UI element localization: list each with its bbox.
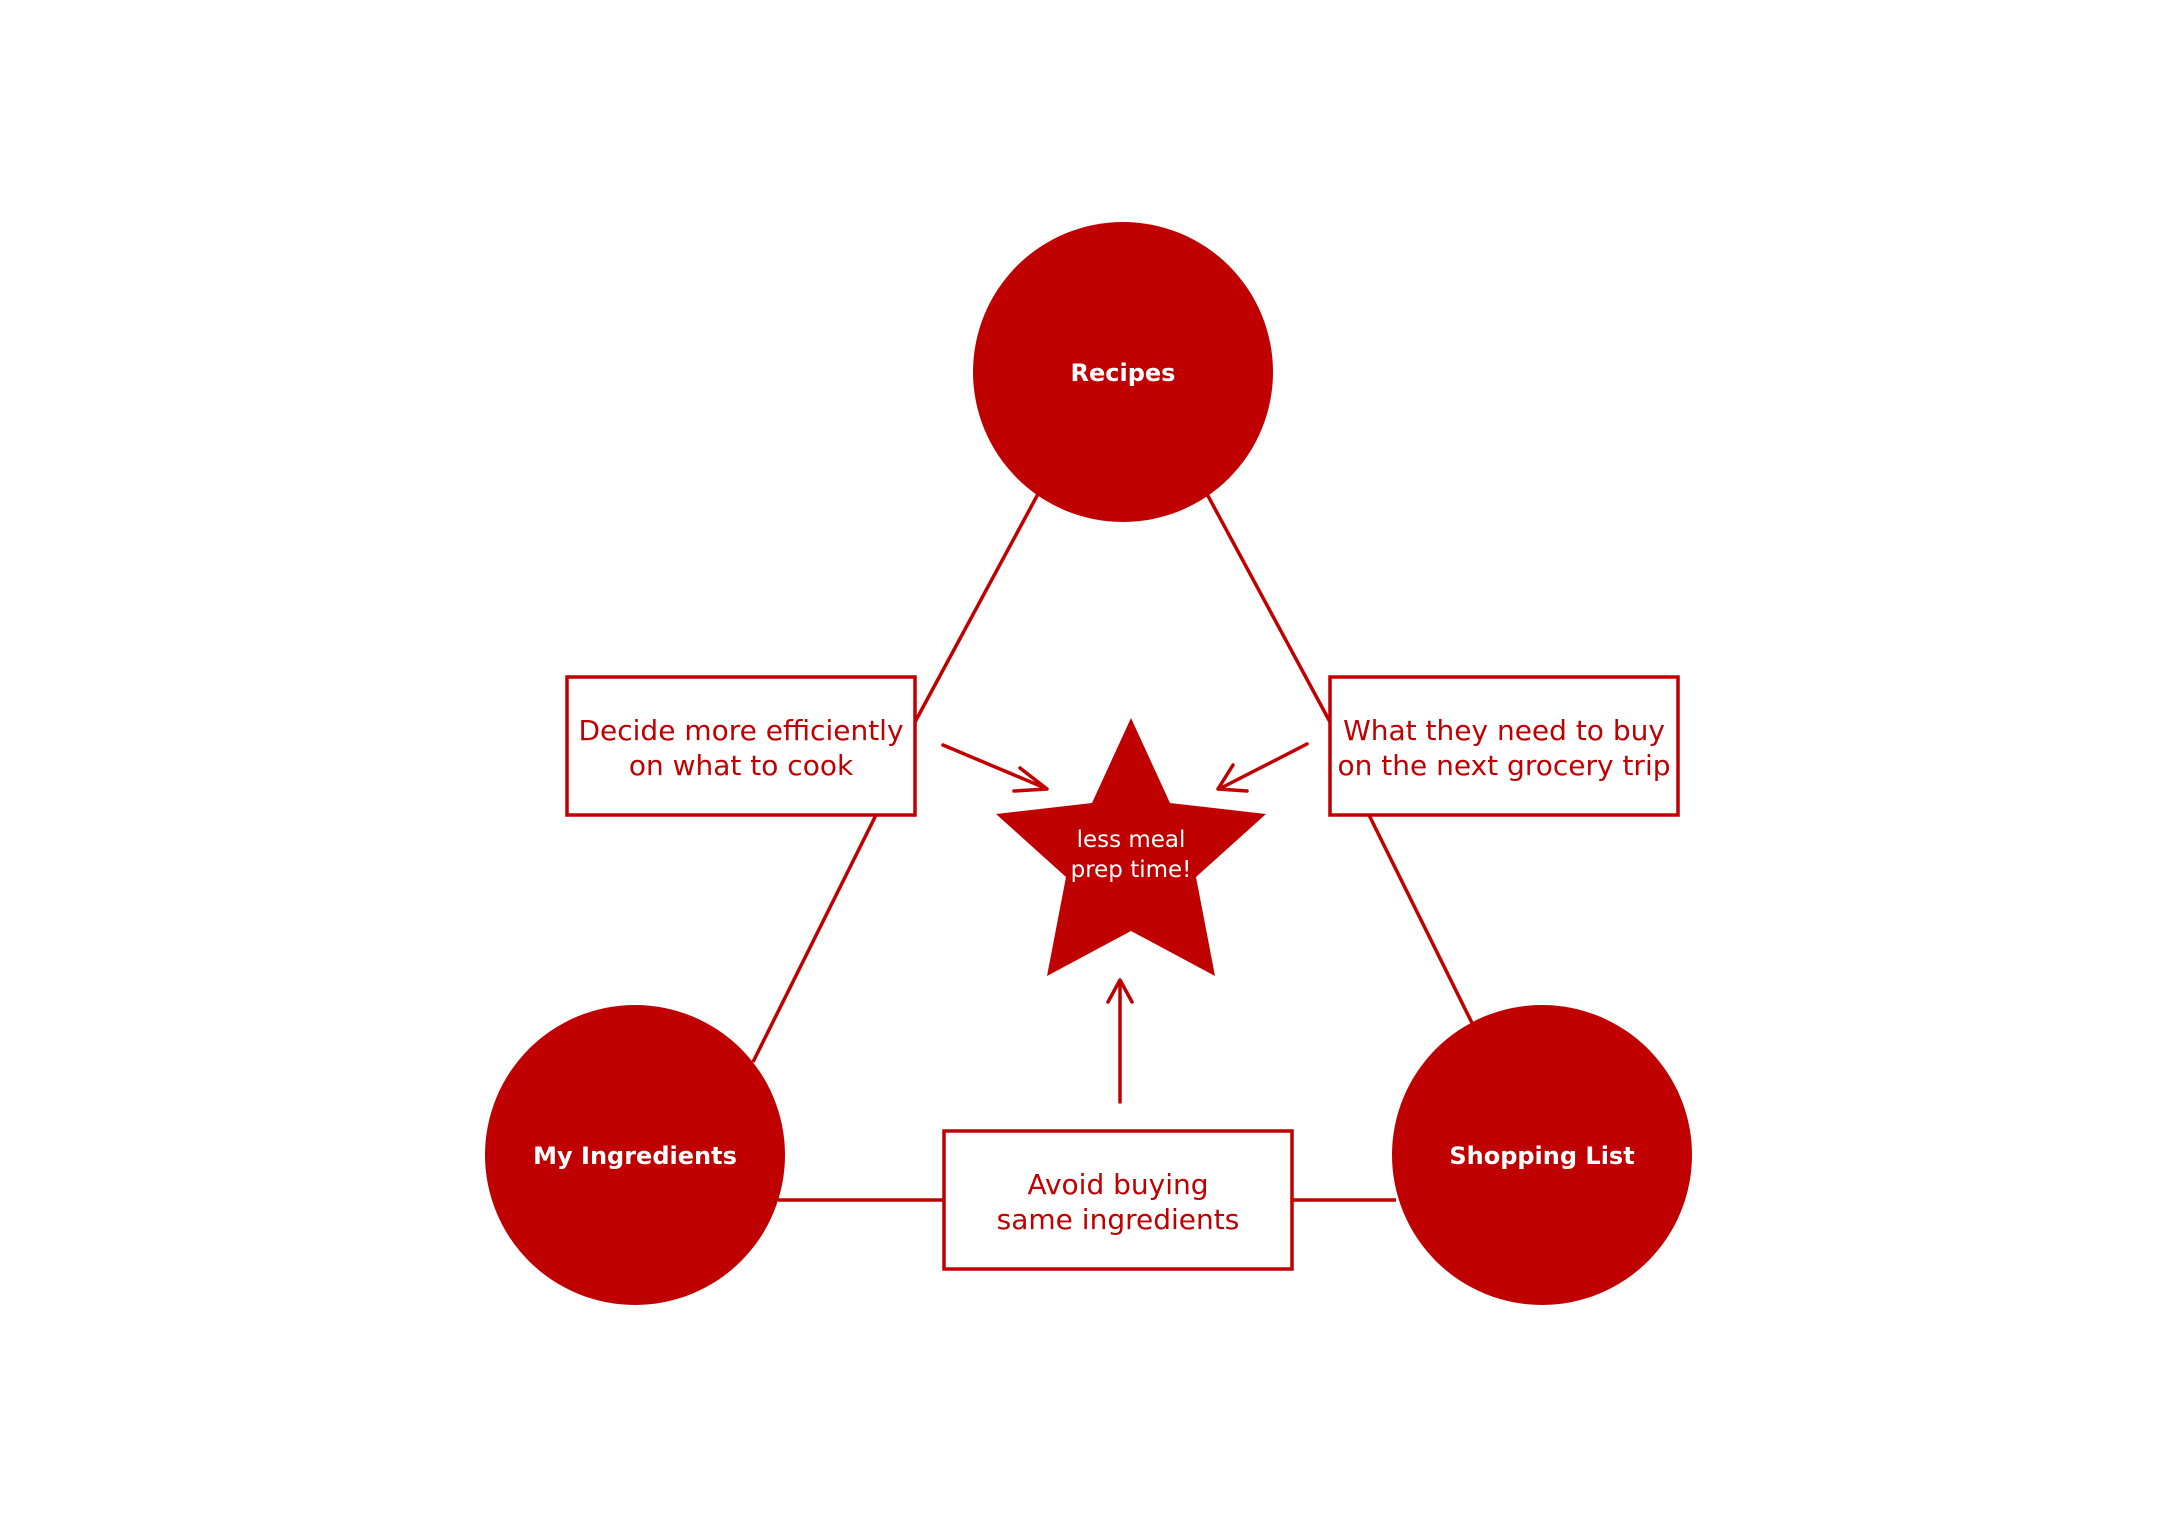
- benefit-box-avoid-line1: Avoid buying: [1027, 1168, 1208, 1201]
- node-shopping-list-circle: [1392, 1005, 1692, 1305]
- connector-recipes-to-buy-box: [1205, 493, 1332, 723]
- connector-buy-box-to-shopping: [1367, 814, 1476, 1028]
- arrow-avoid-to-outcome: [1106, 978, 1134, 1104]
- arrow-cook-to-outcome: [941, 743, 1049, 793]
- benefit-box-avoid-frame: [942, 1129, 1294, 1271]
- node-recipes-circle: [973, 222, 1273, 522]
- arrow-buy-to-outcome: [1216, 742, 1309, 793]
- connector-cook-box-to-ingredients: [751, 814, 878, 1063]
- benefit-box-buy-frame: [1328, 675, 1680, 817]
- arrows: [941, 742, 1309, 1104]
- node-shopping-list-label: Shopping List: [1449, 1142, 1634, 1170]
- benefit-box-cook: Decide more efficiently on what to cook: [565, 675, 917, 817]
- outcome-line2: prep time!: [1071, 857, 1192, 883]
- benefit-box-cook-line2: on what to cook: [629, 749, 854, 782]
- node-my-ingredients: My Ingredients: [485, 1005, 785, 1305]
- benefit-box-avoid-line2: same ingredients: [997, 1203, 1240, 1236]
- benefit-box-buy-line1: What they need to buy: [1343, 714, 1665, 747]
- benefit-box-cook-line1: Decide more efficiently: [578, 714, 903, 747]
- benefit-box-buy: What they need to buy on the next grocer…: [1328, 675, 1680, 817]
- star-icon: [996, 718, 1266, 976]
- connector-recipes-to-cook-box: [913, 493, 1040, 723]
- node-my-ingredients-circle: [485, 1005, 785, 1305]
- benefit-box-cook-frame: [565, 675, 917, 817]
- outcome-line1: less meal: [1077, 827, 1186, 853]
- node-my-ingredients-label: My Ingredients: [533, 1142, 737, 1170]
- benefit-box-avoid: Avoid buying same ingredients: [942, 1129, 1294, 1271]
- node-recipes: Recipes: [973, 222, 1273, 522]
- node-recipes-label: Recipes: [1071, 359, 1176, 387]
- outcome-star: less meal prep time!: [996, 718, 1266, 976]
- connectors: [751, 493, 1476, 1202]
- benefit-box-buy-line2: on the next grocery trip: [1337, 749, 1670, 782]
- node-shopping-list: Shopping List: [1392, 1005, 1692, 1305]
